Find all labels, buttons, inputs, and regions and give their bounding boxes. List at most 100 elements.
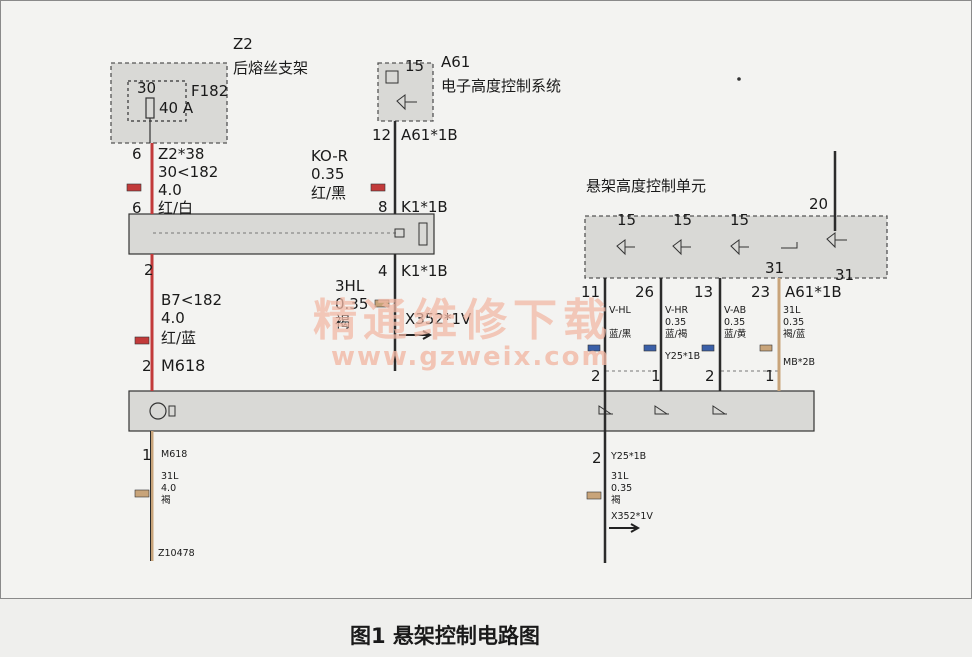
w3-gauge: 0.35 <box>724 317 745 328</box>
figure-caption: 图1 悬架控制电路图 <box>350 624 540 648</box>
fuse-rating: 40 A <box>159 99 194 117</box>
right-pin31-b: 31 <box>835 266 854 284</box>
right-pin15-b: 15 <box>673 211 692 229</box>
driver-1-icon <box>616 239 635 256</box>
center-circuit-3hl: 3HL <box>335 277 365 295</box>
center-color: 红/黑 <box>311 184 346 202</box>
left-color-mid: 红/蓝 <box>161 329 196 347</box>
fuse-id: F182 <box>191 82 228 100</box>
driver-3-icon <box>730 239 749 256</box>
left-connector-top: Z2*38 <box>158 145 204 163</box>
center-gauge-3hl: 0.35 <box>335 295 368 313</box>
a61-box <box>377 62 434 122</box>
left-circuit-bottom: 31L <box>161 471 179 482</box>
diagram-frame: Z2 后熔丝支架 30 F182 40 A 15 A61 电子高度控制系统 悬架… <box>0 0 972 599</box>
wire-tag-brown-right <box>586 491 602 500</box>
center-pin-a61: 12 <box>372 126 391 144</box>
center-connector-a61: A61*1B <box>401 126 458 144</box>
wire-tag-red-blue <box>134 336 150 345</box>
mb-label: MB*2B <box>783 357 815 368</box>
right-pin-20: 20 <box>809 195 828 213</box>
right-pin15-a: 15 <box>617 211 636 229</box>
left-pin-mid: 2 <box>144 261 154 279</box>
w3-color: 蓝/黄 <box>724 328 746 340</box>
wire-tag-red-white <box>126 183 142 192</box>
arrow-x352-right-icon <box>609 523 641 533</box>
speck <box>737 77 741 81</box>
w1-circuit: V-HL <box>609 305 632 316</box>
right-connector-bottom: Y25*1B <box>610 451 646 462</box>
w4-color: 褐/蓝 <box>783 328 806 340</box>
right-pin-1a: 1 <box>651 367 661 385</box>
right-connector-x: X352*1V <box>611 511 653 522</box>
watermark-url: www.gzweix.com <box>331 342 611 372</box>
fuse-f182-box <box>127 80 187 122</box>
driver-2-icon <box>672 239 691 256</box>
right-pin-2b: 2 <box>705 367 715 385</box>
center-connector-x: X352*1V <box>405 310 472 328</box>
right-pin-bottom: 2 <box>592 449 602 467</box>
left-connector-m618: M618 <box>161 356 205 375</box>
w1-color: 蓝/黑 <box>609 328 632 340</box>
wire-tag-blue-brown <box>643 344 657 352</box>
k1-resistor-icon <box>418 222 428 246</box>
compressor-motor-icon <box>149 402 167 420</box>
ground-sense-icon <box>781 242 798 249</box>
valve-3-icon <box>712 405 727 415</box>
right-pin-13: 13 <box>694 283 713 301</box>
z2-id: Z2 <box>233 35 253 53</box>
right-pin31-a: 31 <box>765 259 784 277</box>
right-circuit-bottom: 31L <box>611 471 629 482</box>
a61-id: A61 <box>441 53 470 71</box>
w2-color: 蓝/褐 <box>665 328 687 340</box>
w3-circuit: V-AB <box>724 305 746 316</box>
circuit-diagram: Z2 后熔丝支架 30 F182 40 A 15 A61 电子高度控制系统 悬架… <box>110 35 888 563</box>
w4-gauge: 0.35 <box>783 317 804 328</box>
arrow-x352-center-icon <box>399 330 433 340</box>
wire-tag-blue-yellow <box>701 344 715 352</box>
y25-label: Y25*1B <box>664 351 700 362</box>
z2-fuse-holder-box <box>110 62 228 144</box>
center-gauge: 0.35 <box>311 165 344 183</box>
fuse-pin: 30 <box>137 79 156 97</box>
a61-ecu-icon <box>385 70 399 84</box>
motor-brush-icon <box>168 405 176 417</box>
left-pin-top: 6 <box>132 145 142 163</box>
left-color-top: 红/白 <box>158 199 193 217</box>
right-pin15-c: 15 <box>730 211 749 229</box>
valve-2-icon <box>654 405 669 415</box>
wire-tag-blue-black <box>587 344 601 352</box>
a61-name: 电子高度控制系统 <box>441 77 561 95</box>
left-connector-bottom: M618 <box>161 449 187 460</box>
right-pin-26: 26 <box>635 283 654 301</box>
wire-tag-brown-left <box>134 489 150 498</box>
a61-pin: 15 <box>405 57 424 75</box>
suspension-unit-name: 悬架高度控制单元 <box>586 177 706 195</box>
caption-area: 图1 悬架控制电路图 <box>350 624 540 648</box>
right-connector-a61: A61*1B <box>785 283 842 301</box>
center-connector-k1-top: K1*1B <box>401 198 448 216</box>
w2-gauge: 0.35 <box>665 317 686 328</box>
left-circuit-top: 30<182 <box>158 163 218 181</box>
wire-tag-brown-blue <box>759 344 773 352</box>
left-ref-bottom: Z10478 <box>158 548 195 559</box>
right-gauge-bottom: 0.35 <box>611 483 632 494</box>
wire-tag-brown-3hl <box>374 299 390 308</box>
center-circuit: KO-R <box>311 147 348 165</box>
z2-name: 后熔丝支架 <box>233 59 308 77</box>
center-color-3hl: 褐 <box>335 313 350 331</box>
watermark-text: 精通维修下载 <box>313 295 613 346</box>
center-connector-k1-bottom: K1*1B <box>401 262 448 280</box>
left-circuit-mid: B7<182 <box>161 291 222 309</box>
left-gauge-bottom: 4.0 <box>161 483 176 494</box>
wire-tag-red-black <box>370 183 386 192</box>
w2-circuit: V-HR <box>665 305 689 316</box>
right-pin-23: 23 <box>751 283 770 301</box>
right-color-bottom: 褐 <box>611 494 621 506</box>
driver-4-icon <box>826 232 847 249</box>
valve-block-box <box>128 390 815 432</box>
left-pin-m618: 2 <box>142 357 152 375</box>
center-pin-k1-top: 8 <box>378 198 388 216</box>
suspension-unit-box <box>584 215 888 279</box>
left-color-bottom: 褐 <box>161 494 171 506</box>
